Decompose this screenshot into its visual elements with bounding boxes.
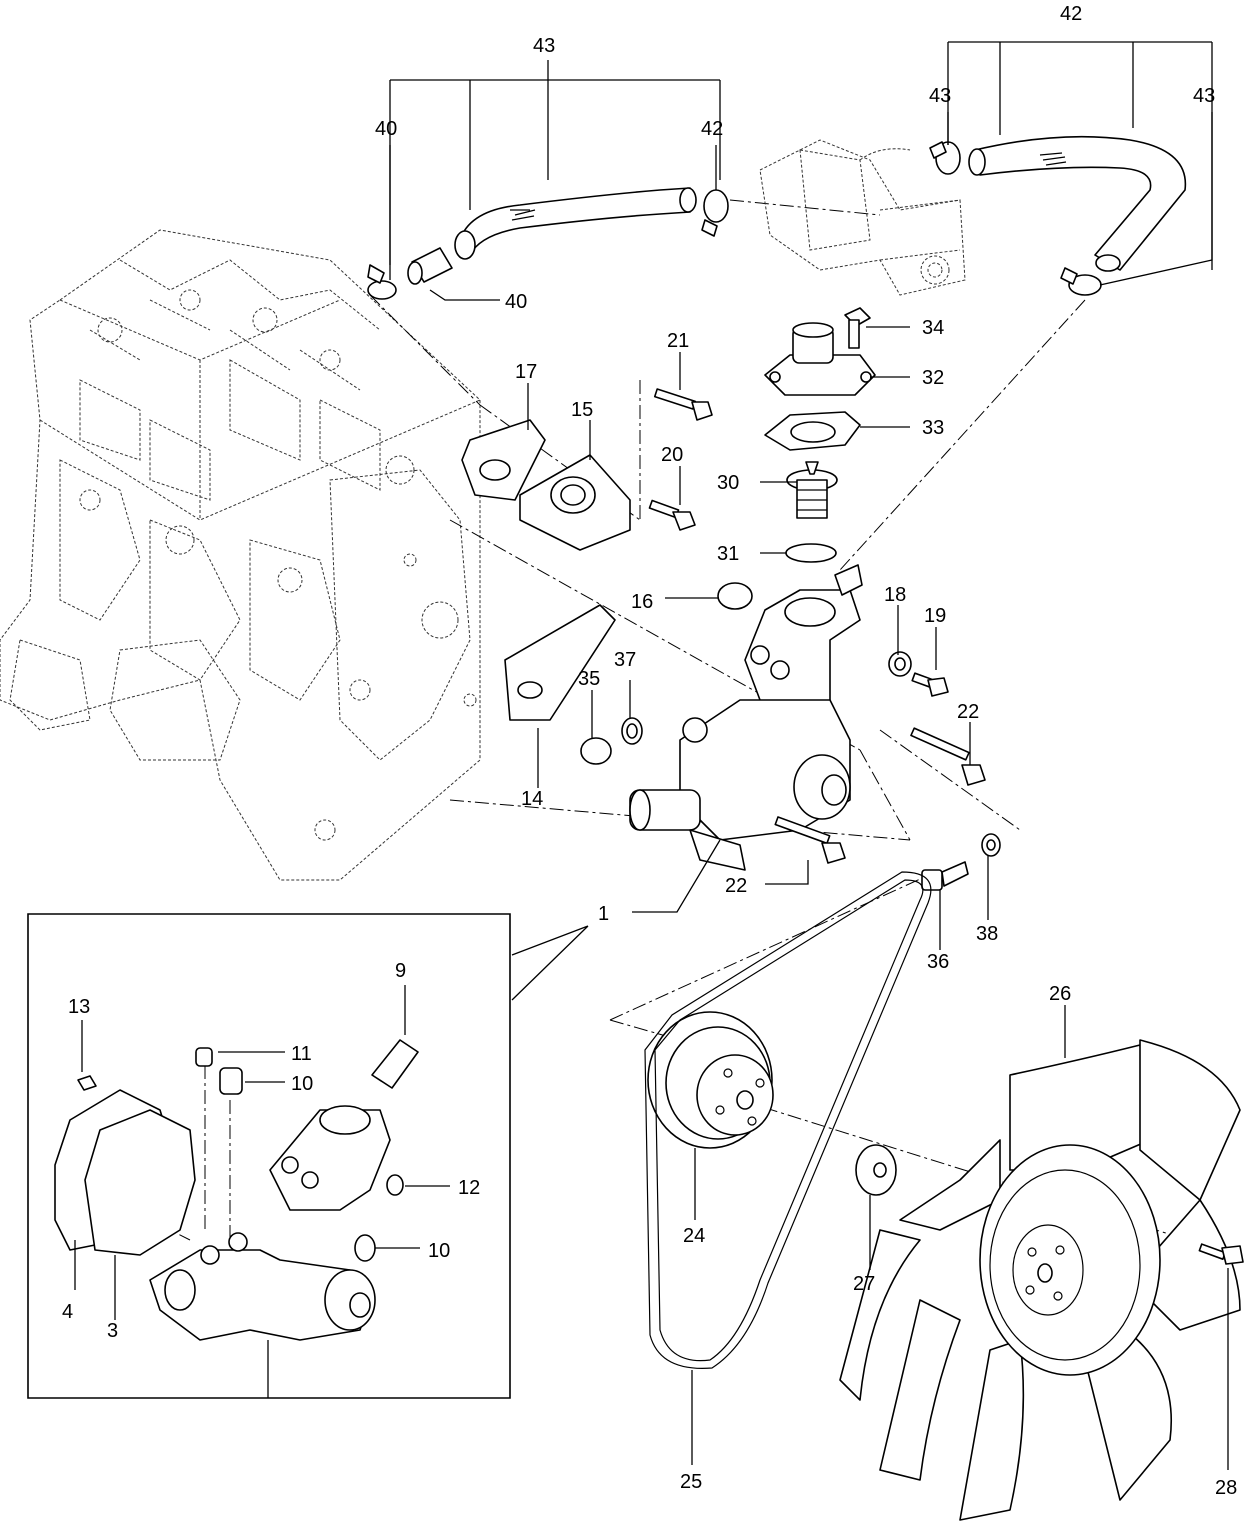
bolt-22-lower [774,816,846,864]
callout-25: 26 [1049,983,1071,1005]
bolt-27 [1198,1243,1244,1265]
callout-17: 17 [515,361,537,383]
callout-35: 37 [614,649,636,671]
thermostat-cover-30 [764,322,876,396]
gasket-31 [764,411,861,451]
callout-37: 40 [505,291,527,313]
callout-16: 16 [631,591,653,613]
callout-43-left: 43 [929,85,951,107]
callout-26: 27 [853,1273,875,1295]
callout-38: 43 [533,35,555,57]
engine-block-outline [0,229,481,881]
oring-16 [717,582,753,610]
callout-32: 34 [922,317,944,339]
callout-36: 38 [976,923,998,945]
clamp-43-right [1060,267,1102,296]
clamp-40-right [701,189,729,237]
bolt-32 [844,307,871,349]
callout-21: 21 [667,330,689,352]
egr-cooler-outline [759,139,966,296]
callout-3: 3 [107,1320,118,1342]
thermostat-28 [786,461,838,519]
bolt-21 [653,388,713,421]
callout-9: 9 [395,960,406,982]
callout-14: 14 [521,788,543,810]
flange-15 [519,454,631,551]
callout-15: 15 [571,399,593,421]
callout-19: 19 [924,605,946,627]
callout-28: 30 [717,472,739,494]
callout-10-upper: 10 [291,1073,313,1095]
callout-31: 33 [922,417,944,439]
callout-20: 20 [661,444,683,466]
bolt-20 [648,499,696,531]
clamp-43-left [929,141,961,175]
callout-27: 28 [1215,1477,1237,1499]
bolt-19 [911,672,949,697]
callout-23: 24 [683,1225,705,1247]
callout-30: 32 [922,367,944,389]
hose-38 [454,187,697,260]
callout-12: 12 [458,1177,480,1199]
water-pump-1 [629,564,863,871]
fan-25 [839,1039,1241,1521]
plug-33 [580,737,612,765]
callout-22-upper: 22 [957,701,979,723]
callout-43-right: 43 [1193,85,1215,107]
callout-42: 42 [1060,3,1082,25]
inset-water-pump [27,913,511,1399]
callout-10-lower: 10 [428,1240,450,1262]
oring-29 [785,543,837,563]
bolt-22-upper [910,727,986,786]
callout-4: 4 [62,1301,73,1323]
callout-33: 35 [578,668,600,690]
callout-40-right: 42 [701,118,723,140]
fitting-37 [407,247,453,285]
washer-36 [981,833,1001,857]
gasket-17 [461,419,546,501]
callout-1: 1 [598,903,609,925]
callout-labels: 43 40 42 40 42 43 43 34 32 33 30 31 16 1… [62,3,1237,1499]
washer-18 [888,651,912,677]
callout-40-left: 40 [375,118,397,140]
callout-34: 36 [927,951,949,973]
clamp-40-left [367,264,397,300]
callout-13: 13 [68,996,90,1018]
callout-11: 11 [291,1043,312,1065]
spacer-26 [855,1144,897,1196]
leader-lines [74,41,1229,1470]
belt-24 [644,871,932,1369]
callout-24: 25 [680,1471,702,1493]
temp-sensor-34 [921,861,969,891]
callout-29: 31 [717,543,739,565]
pulley-23 [647,1011,774,1149]
callout-22-lower: 22 [725,875,747,897]
callout-18: 18 [884,584,906,606]
gasket-14 [504,604,616,721]
washer-35 [621,717,643,745]
hose-42 [968,135,1187,272]
